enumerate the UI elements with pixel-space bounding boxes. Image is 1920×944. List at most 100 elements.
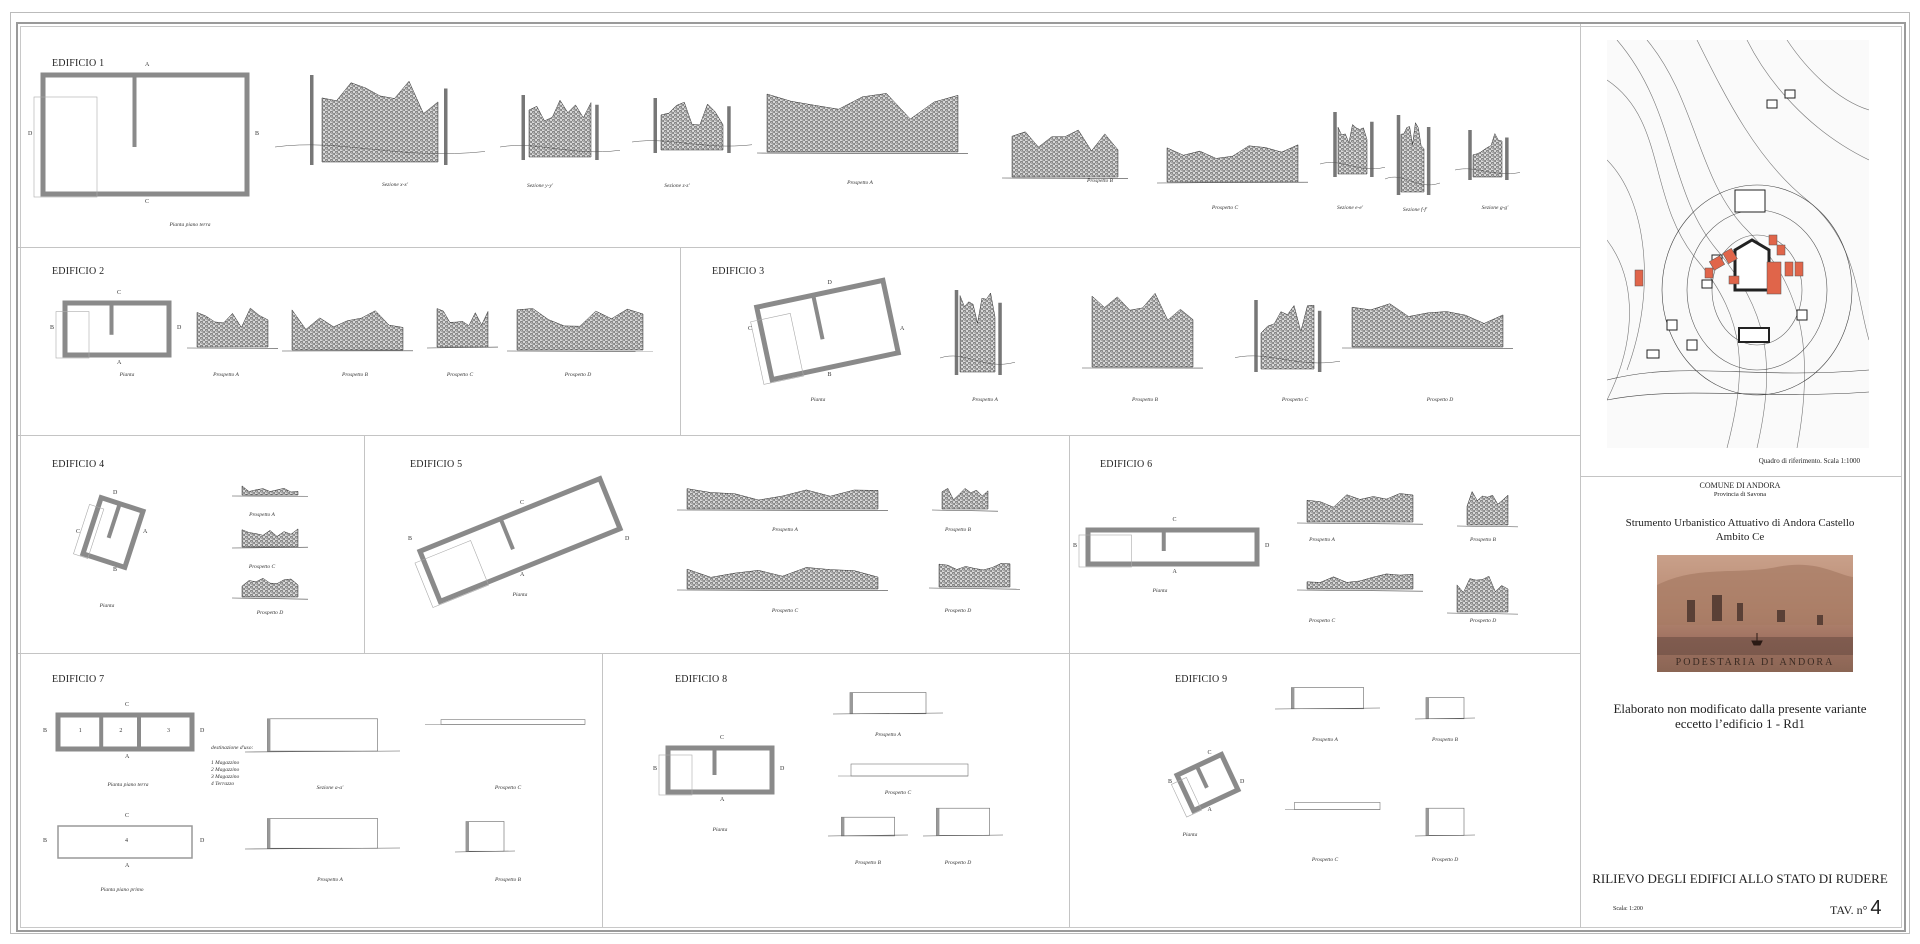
room-number: 4 [125, 838, 128, 844]
elevation-drawing [838, 763, 969, 777]
use-legend-item: 3 Magazzino [211, 774, 240, 780]
floor-plan-drawing [55, 300, 172, 359]
use-legend-item: 4 Terrazzo [211, 781, 235, 787]
drawing-caption: Sezione z-z' [664, 183, 690, 189]
floor-plan-drawing [658, 745, 775, 796]
drawing-caption: Prospetto D [1469, 618, 1497, 624]
plan-side-label: D [200, 838, 205, 844]
section-drawing [1319, 112, 1386, 177]
elevation-drawing [676, 488, 889, 511]
drawing-caption: Prospetto C [771, 608, 799, 614]
drawing-caption: Prospetto C [446, 372, 474, 378]
drawing-caption: Prospetto D [944, 860, 972, 866]
section-drawing [274, 75, 486, 165]
building-title: EDIFICIO 6 [1100, 459, 1153, 470]
plan-side-label: A [125, 754, 130, 760]
drawing-caption: Prospetto B [342, 372, 368, 378]
drawing-caption: Prospetto B [495, 877, 521, 883]
elevation-drawing [1456, 490, 1519, 528]
room-number: 1 [78, 728, 82, 734]
col-divider [680, 247, 681, 435]
drawing-caption: Pianta [712, 827, 728, 833]
drawing-caption: Prospetto C [1308, 618, 1336, 624]
elevation-drawing [827, 816, 909, 837]
plan-side-label: A [520, 572, 525, 578]
building-title: EDIFICIO 3 [712, 266, 765, 277]
plan-side-label: C [1207, 750, 1212, 756]
elevation-drawing [426, 308, 499, 349]
plan-side-label: A [900, 326, 905, 332]
building-title: EDIFICIO 2 [52, 266, 105, 277]
elevation-drawing [1446, 575, 1519, 615]
drawing-caption: Pianta [119, 372, 135, 378]
section-drawing [939, 290, 1016, 375]
elevation-drawing [832, 692, 944, 715]
drawing-caption: Sezione g-g' [1481, 205, 1509, 211]
plan-side-label: D [625, 536, 630, 542]
plan-side-label: C [520, 500, 525, 506]
elevation-drawing [425, 719, 586, 725]
use-legend: destinazione d'uso: 1 Magazzino 2 Magazz… [211, 745, 253, 788]
elevation-drawing [1285, 802, 1381, 810]
drawing-caption: Prospetto A [1312, 737, 1338, 743]
drawing-caption: Prospetto B [1432, 737, 1458, 743]
plan-side-label: A [125, 863, 130, 869]
plan-side-label: C [1172, 517, 1177, 523]
drawing-caption: Prospetto B [945, 527, 971, 533]
sheet-outer-frame [10, 12, 1910, 934]
elevation-drawing [1414, 807, 1476, 837]
use-legend-title: destinazione d'uso: [211, 745, 254, 751]
drawing-caption: Pianta piano primo [100, 887, 144, 893]
elevation-drawing [186, 307, 279, 349]
plan-side-label: B [653, 766, 658, 772]
plan-side-label: C [720, 735, 725, 741]
plan-side-label: B [1168, 778, 1173, 785]
elevation-drawing [922, 807, 1004, 837]
sheet-number-label: TAV. n° [1830, 903, 1868, 917]
plan-side-label: C [117, 290, 122, 296]
drawing-scale: Scala: 1:200 [1613, 906, 1643, 912]
municipality-name: COMUNE DI ANDORA [1699, 481, 1781, 490]
province-name: Provincia di Savona [1713, 491, 1767, 498]
drawing-caption: Pianta [1152, 588, 1168, 594]
elevation-drawing [281, 309, 414, 352]
plan-side-label: C [125, 702, 130, 708]
plan-side-label: D [113, 490, 118, 496]
building-title: EDIFICIO 1 [52, 58, 105, 69]
building-title: EDIFICIO 7 [52, 674, 105, 685]
drawing-caption: Prospetto A [847, 180, 873, 186]
floor-plan-drawing [73, 494, 147, 571]
plan-side-label: C [125, 813, 130, 819]
plan-scope: Ambito Ce [1715, 531, 1765, 543]
elevation-drawing [1296, 493, 1424, 525]
plan-side-label: A [117, 360, 122, 366]
drawing-caption: Prospetto A [875, 732, 901, 738]
drawing-caption: Prospetto C [494, 785, 522, 791]
drawing-caption: Pianta [99, 603, 115, 609]
drawing-caption: Prospetto B [1470, 537, 1496, 543]
plan-side-label: D [200, 728, 205, 734]
row-divider-2 [18, 435, 1580, 436]
drawing-caption: Sezione a-a' [316, 785, 344, 791]
plan-side-label: D [780, 766, 785, 772]
use-legend-item: 2 Magazzino [211, 767, 240, 773]
building-title: EDIFICIO 4 [52, 459, 105, 470]
building-title: EDIFICIO 9 [1175, 674, 1228, 685]
drawing-caption: Pianta [512, 592, 528, 598]
drawing-caption: Prospetto D [256, 610, 284, 616]
drawing-caption: Prospetto D [564, 372, 592, 378]
drawing-caption: Pianta piano terra [107, 782, 149, 788]
drawing-caption: Sezione e-e' [1336, 205, 1364, 211]
drawing-caption: Prospetto C [884, 790, 912, 796]
plan-side-label: B [827, 372, 832, 378]
drawing-caption: Prospetto B [855, 860, 881, 866]
floor-plan-drawing [33, 72, 250, 198]
elevation-drawing [1296, 573, 1424, 592]
highlighted-buildings [1634, 234, 1804, 295]
plan-side-label: B [255, 130, 260, 137]
plan-side-label: B [50, 325, 55, 331]
plan-side-label: B [43, 838, 48, 844]
drawing-caption: Prospetto A [772, 527, 798, 533]
drawing-caption: Prospetto A [249, 512, 275, 518]
drawing-caption: Prospetto C [248, 564, 276, 570]
